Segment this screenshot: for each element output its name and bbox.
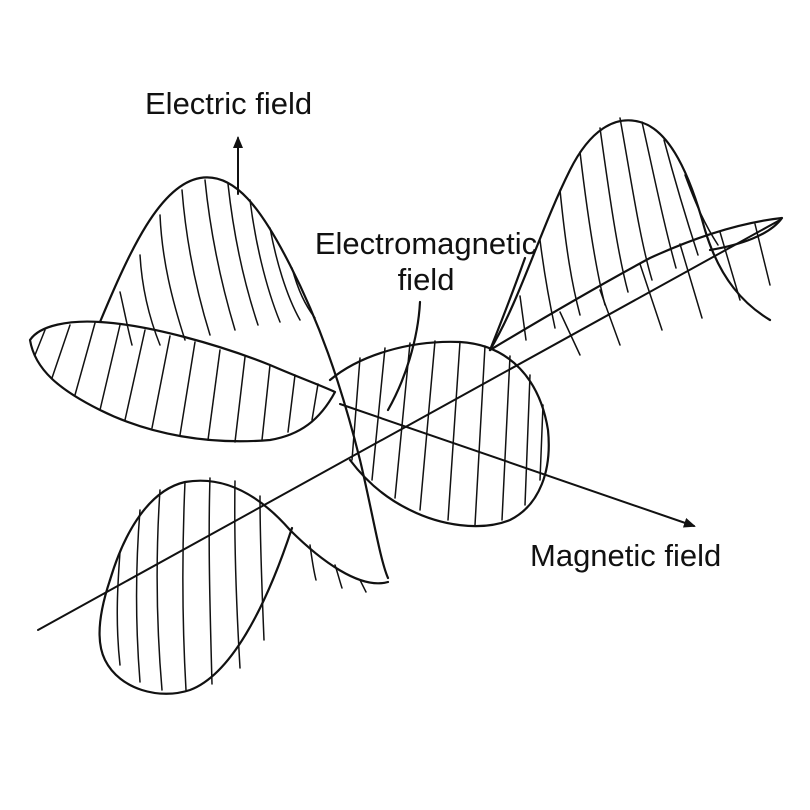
hatch-line bbox=[579, 151, 606, 306]
electric-wave-left-hatching bbox=[119, 179, 316, 346]
magnetic-field-label: Magnetic field bbox=[530, 538, 722, 573]
electric-wave-lower-lobe bbox=[108, 479, 390, 585]
hatch-line bbox=[181, 189, 211, 336]
hatch-line bbox=[99, 324, 121, 411]
hatch-line bbox=[719, 231, 741, 301]
hatch-line bbox=[474, 345, 486, 526]
hatch-line bbox=[311, 383, 319, 421]
hatch-line bbox=[371, 347, 386, 481]
magnetic-wave-middle-lobe bbox=[328, 340, 550, 528]
hatch-line bbox=[74, 322, 96, 396]
hatch-line bbox=[287, 374, 296, 433]
hatch-line bbox=[159, 214, 186, 341]
hatch-line bbox=[641, 121, 677, 269]
hatch-line bbox=[156, 489, 163, 691]
magnetic-field-arrow bbox=[339, 403, 696, 528]
magnetic-wave-right-hatching bbox=[559, 223, 771, 356]
electromagnetic-label-line-1: Electromagnetic bbox=[314, 226, 538, 261]
hatch-line bbox=[249, 199, 281, 323]
hatch-line bbox=[501, 355, 511, 521]
magnetic-wave-right-lobe bbox=[488, 216, 784, 352]
electric-wave-right-hatching bbox=[519, 117, 719, 341]
hatch-line bbox=[208, 477, 213, 685]
electromagnetic-label-line-2: field bbox=[397, 261, 455, 297]
hatch-line bbox=[524, 374, 531, 506]
electric-wave-upper-lobe bbox=[98, 176, 390, 580]
hatch-line bbox=[559, 189, 581, 316]
hatch-line bbox=[151, 335, 171, 429]
hatch-line bbox=[135, 509, 141, 683]
hatch-line bbox=[559, 311, 581, 356]
hatch-line bbox=[599, 127, 629, 293]
hatch-line bbox=[119, 291, 133, 346]
propagation-axis bbox=[37, 219, 781, 631]
hatch-line bbox=[269, 227, 301, 321]
hatch-line bbox=[34, 329, 46, 356]
hatch-line bbox=[179, 341, 196, 436]
hatch-line bbox=[227, 183, 259, 326]
electric-wave-lower-lobe-front bbox=[98, 526, 294, 695]
hatch-line bbox=[204, 179, 236, 331]
electric-wave-lower-hatching bbox=[116, 477, 367, 691]
hatch-line bbox=[207, 349, 221, 441]
electromagnetic-field-label: Electromagnetic field bbox=[300, 226, 552, 297]
hatch-line bbox=[619, 117, 653, 281]
hatch-line bbox=[51, 324, 71, 379]
hatch-line bbox=[261, 364, 271, 441]
hatch-line bbox=[663, 139, 699, 256]
hatch-line bbox=[679, 243, 703, 319]
hatch-line bbox=[116, 551, 121, 666]
electric-field-label: Electric field bbox=[145, 86, 313, 121]
electric-wave-right-lobe bbox=[488, 119, 772, 352]
hatch-line bbox=[139, 254, 161, 346]
hatch-line bbox=[182, 481, 187, 691]
hatch-line bbox=[419, 340, 436, 511]
hatch-line bbox=[259, 495, 265, 641]
hatch-line bbox=[539, 239, 556, 329]
hatch-line bbox=[234, 356, 246, 443]
electromagnetic-leader-line bbox=[386, 300, 422, 412]
hatch-line bbox=[599, 289, 621, 346]
hatch-line bbox=[519, 295, 527, 341]
magnetic-wave-left-hatching bbox=[34, 322, 319, 443]
magnetic-wave-middle-hatching bbox=[351, 340, 544, 526]
electromagnetic-leader-line-2 bbox=[488, 256, 527, 352]
hatch-line bbox=[234, 480, 241, 669]
hatch-line bbox=[124, 329, 146, 421]
hatch-line bbox=[639, 263, 663, 331]
hatch-line bbox=[447, 341, 461, 521]
hatch-line bbox=[539, 404, 544, 481]
magnetic-wave-left-lobe bbox=[28, 320, 337, 443]
hatch-line bbox=[754, 223, 771, 286]
